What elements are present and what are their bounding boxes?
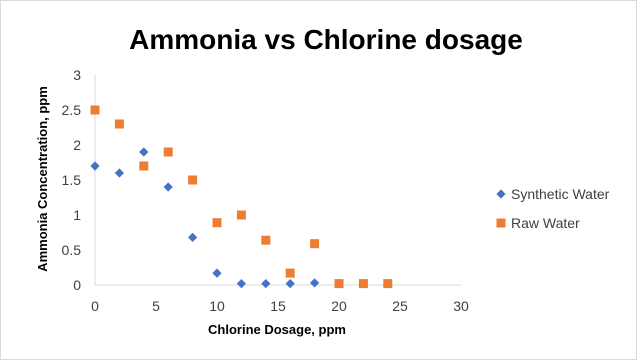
x-tick-label: 30 [453,298,469,314]
x-tick-label: 0 [91,298,99,314]
raw-water-point [261,235,271,245]
y-tick-label: 3 [73,67,81,83]
synthetic-water-point [236,279,246,289]
x-tick-label: 5 [152,298,160,314]
legend-raw-water-label: Raw Water [511,215,580,231]
y-tick-label: 0.5 [62,242,82,258]
raw-water-point [334,279,344,289]
x-tick-label: 15 [270,298,286,314]
raw-water-point [163,147,173,157]
data-points [90,105,393,289]
x-axis-title: Chlorine Dosage, ppm [208,322,346,337]
synthetic-water-point [114,168,124,178]
synthetic-water-point [188,232,198,242]
raw-water-point [285,268,295,278]
raw-water-point [383,279,393,289]
synthetic-water-point [285,279,295,289]
y-tick-label: 1 [73,207,81,223]
legend-synthetic-water-label: Synthetic Water [511,186,610,202]
raw-water-point [114,119,124,129]
legend-synthetic-water-marker [496,189,506,199]
raw-water-point [188,175,198,185]
y-tick-label: 2.5 [62,102,82,118]
raw-water-point [212,218,222,228]
synthetic-water-point [261,279,271,289]
raw-water-point [358,279,368,289]
axis-ticks: 0 5 10 15 20 25 30 0 0.5 1 1.5 2 2.5 3 [62,67,469,314]
raw-water-point [236,210,246,220]
synthetic-water-point [90,161,100,171]
synthetic-water-point [163,182,173,192]
y-tick-label: 2 [73,137,81,153]
y-tick-label: 0 [73,277,81,293]
legend-raw-water-marker [496,218,506,228]
x-tick-label: 20 [331,298,347,314]
synthetic-water-point [212,268,222,278]
x-tick-label: 25 [392,298,408,314]
synthetic-water-point [139,147,149,157]
raw-water-point [90,105,100,115]
y-tick-label: 1.5 [62,172,82,188]
chart-title: Ammonia vs Chlorine dosage [129,24,523,55]
synthetic-water-point [310,278,320,288]
raw-water-point [139,161,149,171]
x-tick-label: 10 [209,298,225,314]
raw-water-point [310,239,320,249]
y-axis-title: Ammonia Concentration, ppm [35,86,50,272]
